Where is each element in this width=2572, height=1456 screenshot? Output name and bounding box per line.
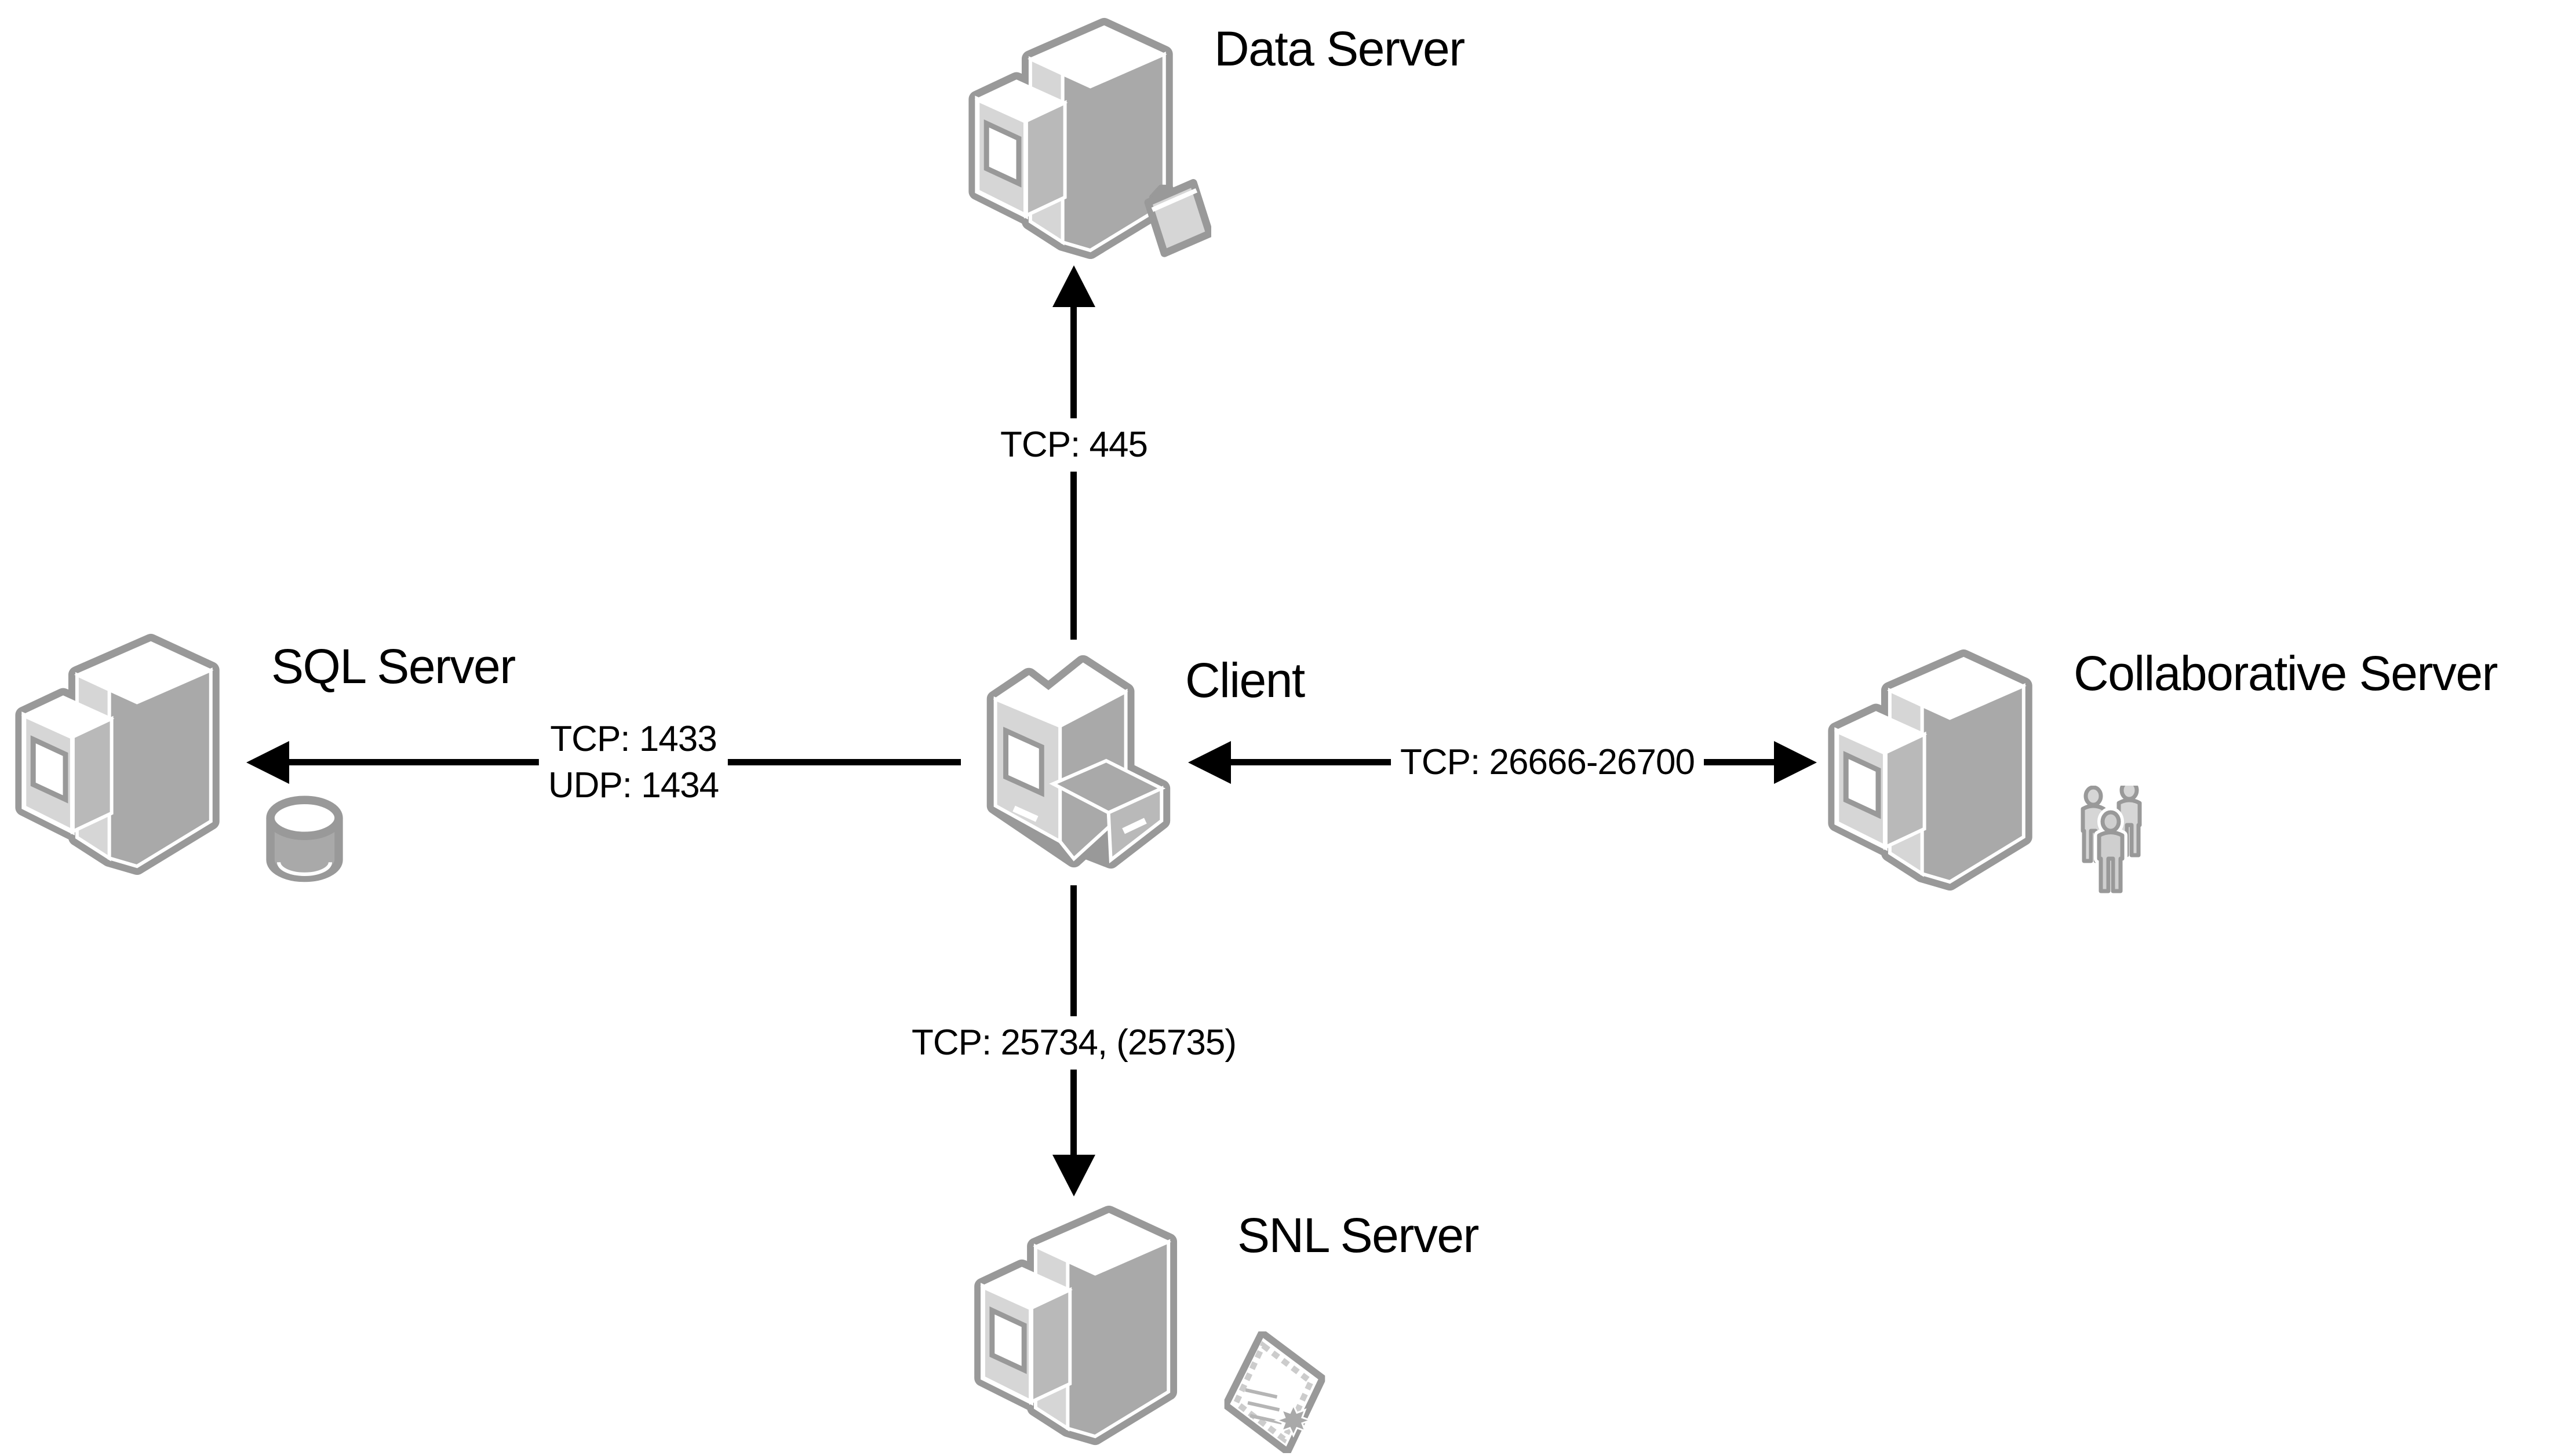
arrowhead-right-icon — [1774, 741, 1817, 784]
connector-line — [1070, 306, 1077, 640]
arrowhead-down-icon — [1052, 1155, 1095, 1196]
node-label-snl-server: SNL Server — [1237, 1208, 1480, 1262]
server-tower-icon — [966, 1200, 1197, 1447]
user-group-icon — [2076, 786, 2160, 902]
node-label-data-server: Data Server — [1214, 21, 1465, 76]
port-label-line2: UDP: 1434 — [548, 765, 719, 805]
node-label-collaborative-server: Collaborative Server — [2074, 646, 2498, 700]
port-label-sql: TCP: 1433 UDP: 1434 — [538, 716, 728, 809]
server-tower-icon — [1819, 644, 2053, 892]
port-label-tcp-26666-26700: TCP: 26666-26700 — [1391, 739, 1704, 786]
arrowhead-left-icon — [1188, 741, 1231, 784]
arrowhead-left-icon — [246, 741, 289, 784]
database-cylinder-icon — [260, 789, 349, 892]
port-label-tcp-25734: TCP: 25734, (25735) — [901, 1016, 1247, 1070]
arrowhead-up-icon — [1052, 265, 1095, 307]
node-label-sql-server: SQL Server — [271, 639, 516, 694]
port-label-line1: TCP: 1433 — [550, 719, 717, 759]
certificate-icon — [1224, 1331, 1325, 1453]
server-tower-icon — [6, 629, 241, 877]
port-label-tcp-445: TCP: 445 — [990, 418, 1158, 472]
client-workstation-icon — [960, 638, 1187, 886]
folder-icon — [1143, 167, 1211, 264]
node-label-client: Client — [1185, 653, 1305, 707]
